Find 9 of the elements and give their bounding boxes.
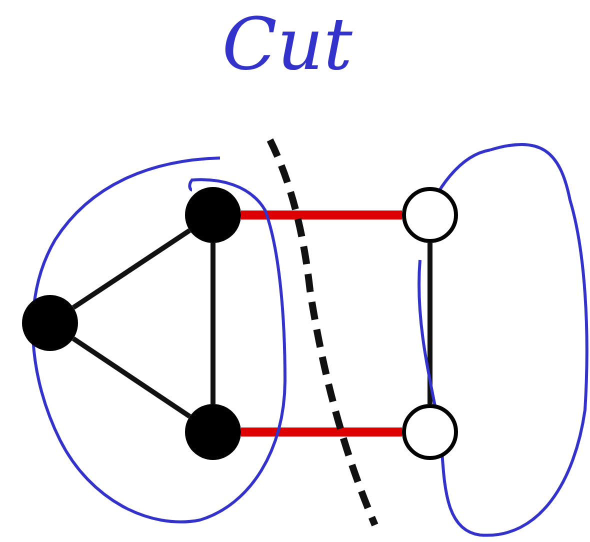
graph-edge	[72, 228, 192, 310]
filled-vertex	[185, 187, 241, 243]
graph-edge	[72, 336, 192, 419]
graph-edge	[428, 243, 432, 404]
cut-edge	[241, 210, 402, 220]
title: Cut	[222, 1, 352, 88]
graph-edge	[210, 243, 216, 404]
cut-edge	[241, 428, 402, 436]
filled-vertex	[22, 295, 78, 351]
